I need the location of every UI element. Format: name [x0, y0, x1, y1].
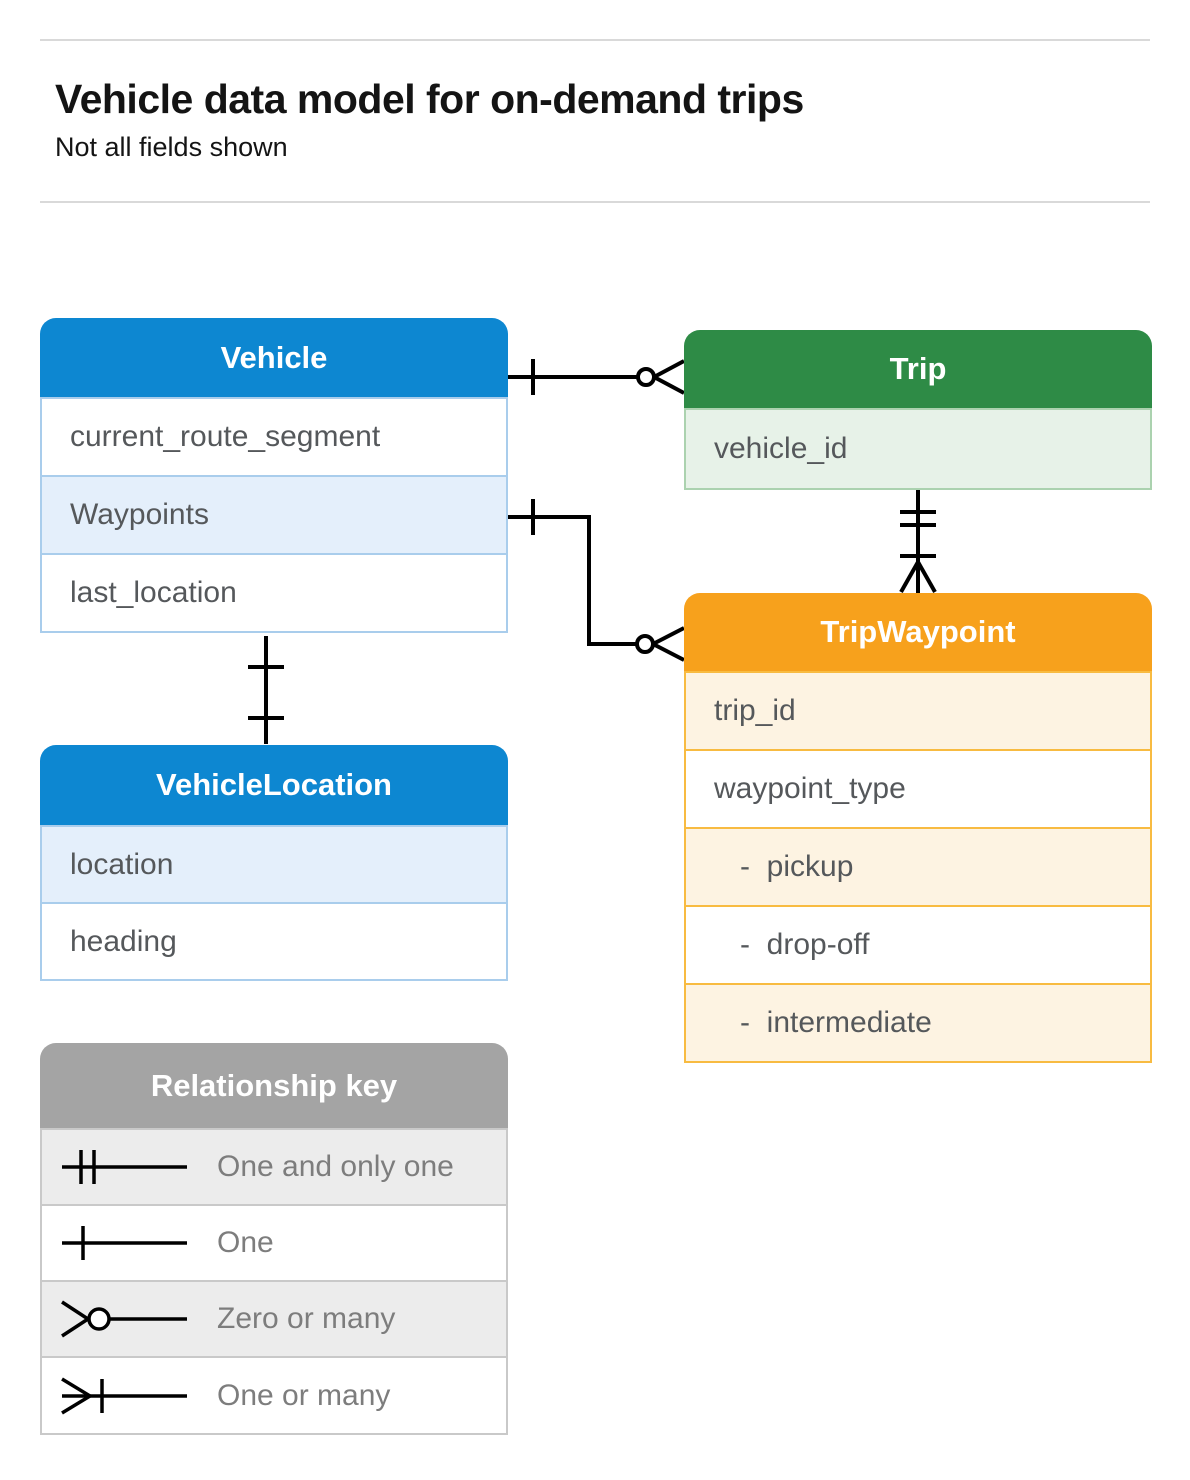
key-row-one-or-many: One or many [40, 1356, 508, 1435]
relationship-key-header: Relationship key [40, 1043, 508, 1128]
field-waypoint-type-dropoff: - drop-off [684, 905, 1152, 985]
field-waypoint-type-pickup: - pickup [684, 827, 1152, 907]
entity-tripwaypoint-title: TripWaypoint [820, 614, 1016, 649]
zero-circle-icon [636, 367, 656, 387]
field-waypoint-type: waypoint_type [684, 749, 1152, 829]
entity-vehicle: Vehicle current_route_segment Waypoints … [40, 318, 508, 633]
one-or-many-icon [61, 1377, 187, 1414]
entity-tripwaypoint-header: TripWaypoint [684, 593, 1152, 671]
zero-circle-icon [635, 634, 655, 654]
entity-vehicle-header: Vehicle [40, 318, 508, 397]
connector-waypoints-tripwaypoint [508, 499, 685, 662]
field-waypoint-type-intermediate: - intermediate [684, 983, 1152, 1063]
field-trip-id: trip_id [684, 671, 1152, 751]
field-last-location: last_location [40, 553, 508, 633]
entity-trip: Trip vehicle_id [684, 330, 1152, 490]
connector-trip-tripwaypoint [899, 490, 937, 593]
key-row-one-and-only-one: One and only one [40, 1128, 508, 1206]
one-icon [62, 1226, 187, 1260]
page-title: Vehicle data model for on-demand trips [55, 76, 804, 122]
key-row-one: One [40, 1204, 508, 1282]
entity-trip-title: Trip [889, 351, 947, 386]
entity-trip-header: Trip [684, 330, 1152, 408]
connector-vehicle-trip [508, 359, 685, 395]
entity-tripwaypoint: TripWaypoint trip_id waypoint_type - pic… [684, 593, 1152, 1063]
field-heading: heading [40, 902, 508, 981]
header-divider [40, 201, 1150, 203]
page-subtitle: Not all fields shown [55, 132, 288, 162]
connector-vehicle-vehiclelocation [248, 636, 284, 744]
field-waypoints: Waypoints [40, 475, 508, 555]
entity-vehiclelocation: VehicleLocation location heading [40, 745, 508, 981]
top-divider [40, 39, 1150, 41]
field-location: location [40, 825, 508, 904]
zero-or-many-icon [61, 1300, 187, 1338]
field-vehicle-id: vehicle_id [684, 408, 1152, 490]
entity-vehiclelocation-title: VehicleLocation [155, 767, 392, 802]
one-and-only-one-icon [62, 1150, 187, 1184]
entity-vehicle-title: Vehicle [220, 339, 328, 375]
key-row-zero-or-many: Zero or many [40, 1280, 508, 1358]
field-current-route-segment: current_route_segment [40, 397, 508, 477]
relationship-key-title: Relationship key [150, 1067, 398, 1103]
entity-vehiclelocation-header: VehicleLocation [40, 745, 508, 825]
relationship-key: Relationship key One and only one One [40, 1043, 508, 1435]
